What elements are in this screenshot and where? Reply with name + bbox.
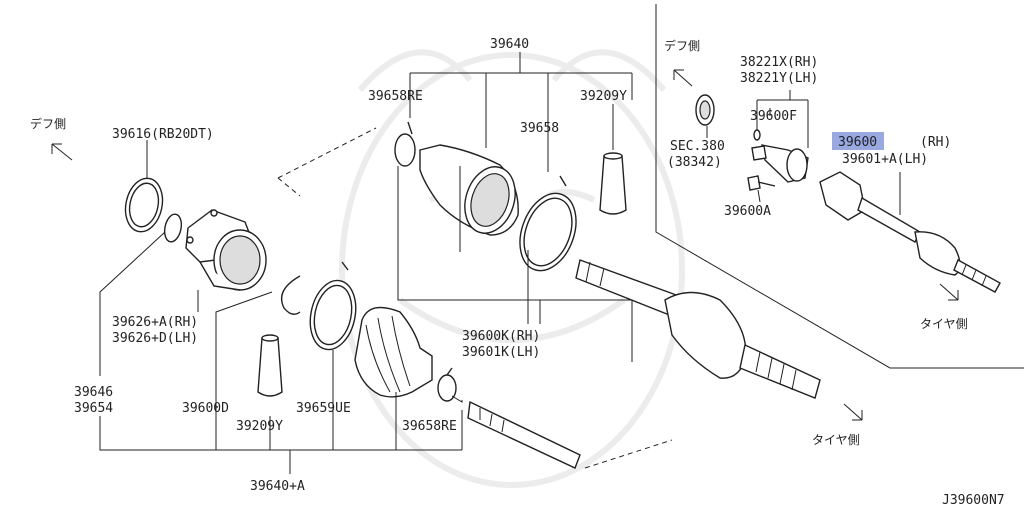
label-39616[interactable]: 39616(RB20DT) bbox=[112, 127, 214, 142]
watermark-emblem bbox=[339, 49, 685, 488]
part-38221-flange[interactable] bbox=[751, 144, 809, 183]
label-39658RE-bottom[interactable]: 39658RE bbox=[402, 419, 457, 434]
part-39626-joint-housing[interactable] bbox=[185, 209, 267, 291]
label-39209Y-bottom[interactable]: 39209Y bbox=[236, 419, 283, 434]
leader-lines bbox=[99, 52, 901, 474]
direction-diff-right: デフ側 bbox=[664, 38, 700, 53]
label-39600K-rh[interactable]: 39600K(RH) bbox=[462, 329, 540, 344]
part-39600A-bolt[interactable] bbox=[747, 175, 776, 191]
label-39600A[interactable]: 39600A bbox=[724, 204, 771, 219]
part-39658-band[interactable] bbox=[510, 175, 586, 278]
exploded-boundary-top bbox=[277, 127, 377, 197]
part-39658RE-band-top[interactable] bbox=[394, 121, 416, 167]
part-inner-boot[interactable] bbox=[354, 306, 433, 398]
label-39626-rh[interactable]: 39626+A(RH) bbox=[112, 315, 198, 330]
label-39658[interactable]: 39658 bbox=[520, 121, 559, 136]
label-39601A[interactable]: 39601+A(LH) bbox=[842, 152, 928, 167]
label-39640[interactable]: 39640 bbox=[490, 37, 529, 52]
part-sec380-oil-seal[interactable] bbox=[695, 94, 715, 126]
part-39209Y-grease-top[interactable] bbox=[599, 152, 627, 215]
label-39659UE[interactable]: 39659UE bbox=[296, 401, 351, 416]
direction-tire-mid: タイヤ側 bbox=[812, 433, 860, 447]
arrow-diff-right-icon bbox=[673, 69, 693, 87]
part-39659UE-band[interactable] bbox=[304, 261, 362, 354]
part-main-shaft[interactable] bbox=[575, 259, 821, 399]
part-outer-boot[interactable] bbox=[419, 144, 523, 240]
label-39658RE-top[interactable]: 39658RE bbox=[368, 89, 423, 104]
label-39640A[interactable]: 39640+A bbox=[250, 479, 305, 494]
label-39601K-lh[interactable]: 39601K(LH) bbox=[462, 345, 540, 360]
label-39600[interactable]: 39600 bbox=[838, 135, 877, 150]
exploded-boundary-bottom bbox=[584, 439, 673, 469]
part-snap-ring-mid[interactable] bbox=[280, 275, 301, 315]
part-39600D-grease[interactable] bbox=[257, 334, 283, 397]
label-39646[interactable]: 39646 bbox=[74, 385, 113, 400]
part-circlip-small[interactable] bbox=[162, 213, 183, 244]
inset-frame bbox=[655, 4, 1024, 369]
label-39626-lh[interactable]: 39626+D(LH) bbox=[112, 331, 198, 346]
label-39654[interactable]: 39654 bbox=[74, 401, 113, 416]
direction-tire-right: タイヤ側 bbox=[920, 317, 968, 331]
part-39600F-oring[interactable] bbox=[753, 129, 761, 141]
arrow-tire-right-icon bbox=[939, 283, 959, 301]
arrow-diff-left-icon bbox=[51, 143, 73, 161]
part-39600-complete-shaft[interactable] bbox=[819, 171, 1001, 293]
diagram-code: J39600N7 bbox=[942, 493, 1005, 508]
part-number-highlight bbox=[832, 132, 884, 150]
part-39616-snap-ring[interactable] bbox=[121, 175, 167, 235]
label-39600-rh: (RH) bbox=[920, 135, 951, 150]
part-39658RE-band-bottom[interactable] bbox=[437, 367, 457, 402]
label-39600D[interactable]: 39600D bbox=[182, 401, 229, 416]
label-38342[interactable]: (38342) bbox=[667, 155, 722, 170]
label-38221Y[interactable]: 38221Y(LH) bbox=[740, 71, 818, 86]
part-stub-shaft-bottom[interactable] bbox=[467, 400, 581, 469]
label-38221X[interactable]: 38221X(RH) bbox=[740, 55, 818, 70]
arrow-tire-mid-icon bbox=[843, 403, 863, 421]
label-39209Y-top[interactable]: 39209Y bbox=[580, 89, 627, 104]
label-sec380[interactable]: SEC.380 bbox=[670, 139, 725, 154]
label-39600F[interactable]: 39600F bbox=[750, 109, 797, 124]
direction-diff-left: デフ側 bbox=[30, 116, 66, 131]
